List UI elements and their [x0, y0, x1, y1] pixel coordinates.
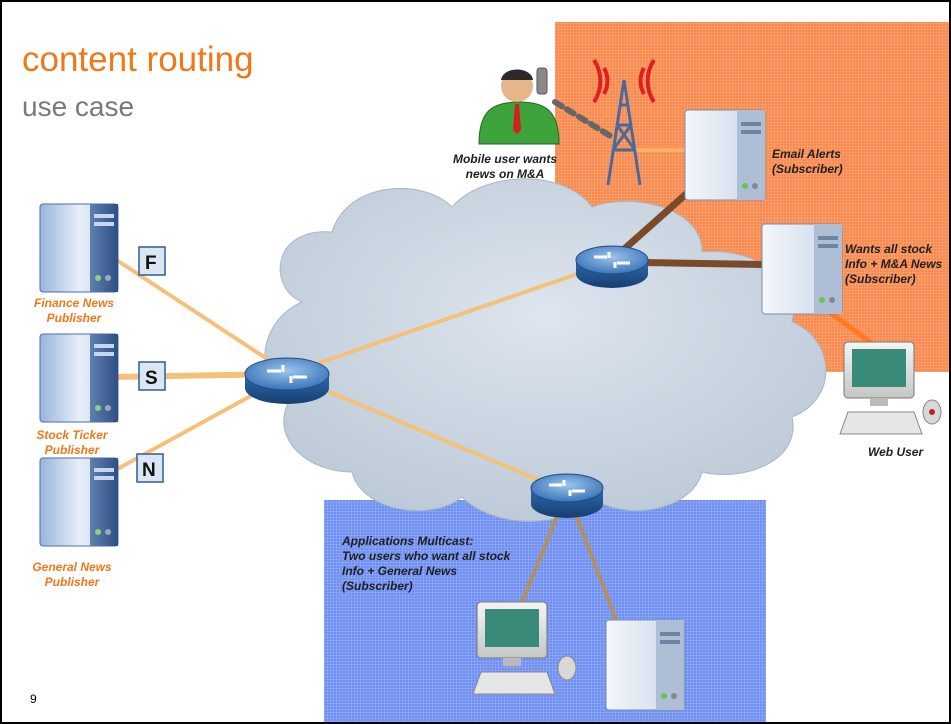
multicast-server: [605, 619, 685, 711]
mobile-user-label-line2: news on M&A: [465, 167, 545, 181]
subscriber-zone-blue: [324, 500, 766, 722]
web-user-label: Web User: [868, 445, 924, 459]
finance-publisher-label-line2: Publisher: [46, 311, 102, 325]
stock-publisher-label-line2: Publisher: [44, 443, 100, 457]
doc-letter-s: S: [145, 368, 158, 389]
web-user-computer-icon: [839, 341, 942, 435]
general-publisher-label-line2: Publisher: [44, 575, 100, 589]
stock-publisher-label: Stock Ticker Publisher: [22, 428, 122, 458]
slide-subtitle: use case: [22, 91, 135, 122]
mobile-user-icon: [478, 67, 560, 145]
multicast-label-line2: Two users who want all stock: [342, 549, 511, 563]
antenna-tower-icon: [592, 58, 656, 186]
stock-document-icon: S: [138, 361, 166, 391]
mobile-user-label-line1: Mobile user wants: [452, 152, 558, 166]
router-top-right-icon: [575, 245, 649, 288]
multicast-label: Applications Multicast: Two users who wa…: [342, 534, 552, 594]
email-alerts-server: [684, 109, 766, 201]
finance-publisher-label: Finance News Publisher: [24, 296, 124, 326]
multicast-label-line3: Info + General News: [342, 564, 458, 578]
multicast-label-line1: Applications Multicast:: [342, 534, 474, 548]
multicast-label-line4: (Subscriber): [342, 579, 413, 593]
stock-subscriber-server: [761, 223, 843, 315]
finance-document-icon: F: [138, 246, 166, 276]
multicast-computer-icon: [472, 601, 577, 695]
stock-subscriber-label-line3: (Subscriber): [845, 272, 916, 286]
page-number: 9: [30, 692, 37, 706]
email-alerts-label-line1: Email Alerts: [772, 147, 841, 161]
mobile-user-label: Mobile user wants news on M&A: [450, 152, 560, 182]
finance-publisher-label-line1: Finance News: [33, 296, 115, 310]
doc-letter-f: F: [145, 253, 157, 274]
stock-subscriber-label-line1: Wants all stock: [845, 242, 933, 256]
email-alerts-label-line2: (Subscriber): [772, 162, 843, 176]
general-publisher-label: General News Publisher: [22, 560, 122, 590]
network-cloud: [264, 178, 827, 522]
stock-publisher-label-line1: Stock Ticker: [36, 428, 108, 442]
general-news-server: [39, 457, 119, 547]
general-document-icon: N: [136, 453, 164, 483]
stock-subscriber-label: Wants all stock Info + M&A News (Subscri…: [845, 242, 949, 287]
finance-news-server: [39, 203, 119, 293]
doc-letter-n: N: [142, 460, 156, 481]
slide-title: content routing: [22, 40, 254, 79]
email-alerts-label: Email Alerts (Subscriber): [772, 147, 892, 177]
general-publisher-label-line1: General News: [32, 560, 112, 574]
router-left-icon: [244, 357, 330, 404]
router-bottom-icon: [530, 473, 604, 518]
stock-ticker-server: [39, 333, 119, 423]
stock-subscriber-label-line2: Info + M&A News: [845, 257, 943, 271]
